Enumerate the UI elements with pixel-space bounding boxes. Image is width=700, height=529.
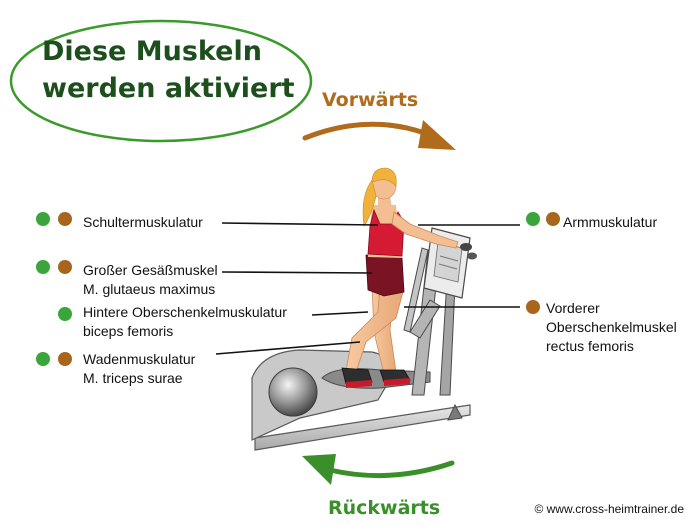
forward-arrow-icon bbox=[302, 120, 456, 150]
leader-line-hamstrings bbox=[311, 311, 369, 316]
forward-label: Vorwärts bbox=[322, 89, 419, 111]
label-calves: Wadenmuskulatur M. triceps surae bbox=[83, 351, 196, 386]
forward-dot-arm bbox=[526, 212, 540, 226]
backward-label: Rückwärts bbox=[328, 497, 441, 519]
leader-line-shoulder bbox=[221, 222, 379, 226]
backward-dot-glutes bbox=[58, 260, 72, 274]
backward-dot-arm bbox=[546, 212, 560, 226]
label-arm: Armmuskulatur bbox=[563, 214, 658, 230]
copyright-notice: © www.cross-heimtrainer.de bbox=[534, 502, 684, 516]
label-hamstrings: Hintere Oberschenkelmuskulatur biceps fe… bbox=[83, 304, 287, 339]
label-quadriceps: Vorderer Oberschenkelmuskel rectus femor… bbox=[546, 300, 677, 354]
backward-dot-quadriceps bbox=[526, 300, 540, 314]
forward-dot-calves bbox=[36, 352, 50, 366]
backward-dot-calves bbox=[58, 352, 72, 366]
diagram-title: Diese Muskeln werden aktiviert bbox=[42, 36, 295, 104]
forward-dot-glutes bbox=[36, 260, 50, 274]
label-glutes: Großer Gesäßmuskel M. glutaeus maximus bbox=[83, 262, 218, 297]
label-shoulder: Schultermuskulatur bbox=[83, 214, 203, 230]
backward-arrow-icon bbox=[302, 454, 455, 485]
leader-line-glutes bbox=[221, 271, 373, 274]
backward-dot-hamstrings bbox=[58, 307, 72, 321]
forward-dot-shoulder bbox=[36, 212, 50, 226]
exercising-woman-figure bbox=[341, 167, 459, 388]
title-oval bbox=[9, 19, 313, 143]
backward-dot-shoulder bbox=[58, 212, 72, 226]
leader-lines bbox=[215, 222, 520, 355]
leader-line-calves bbox=[215, 341, 361, 355]
